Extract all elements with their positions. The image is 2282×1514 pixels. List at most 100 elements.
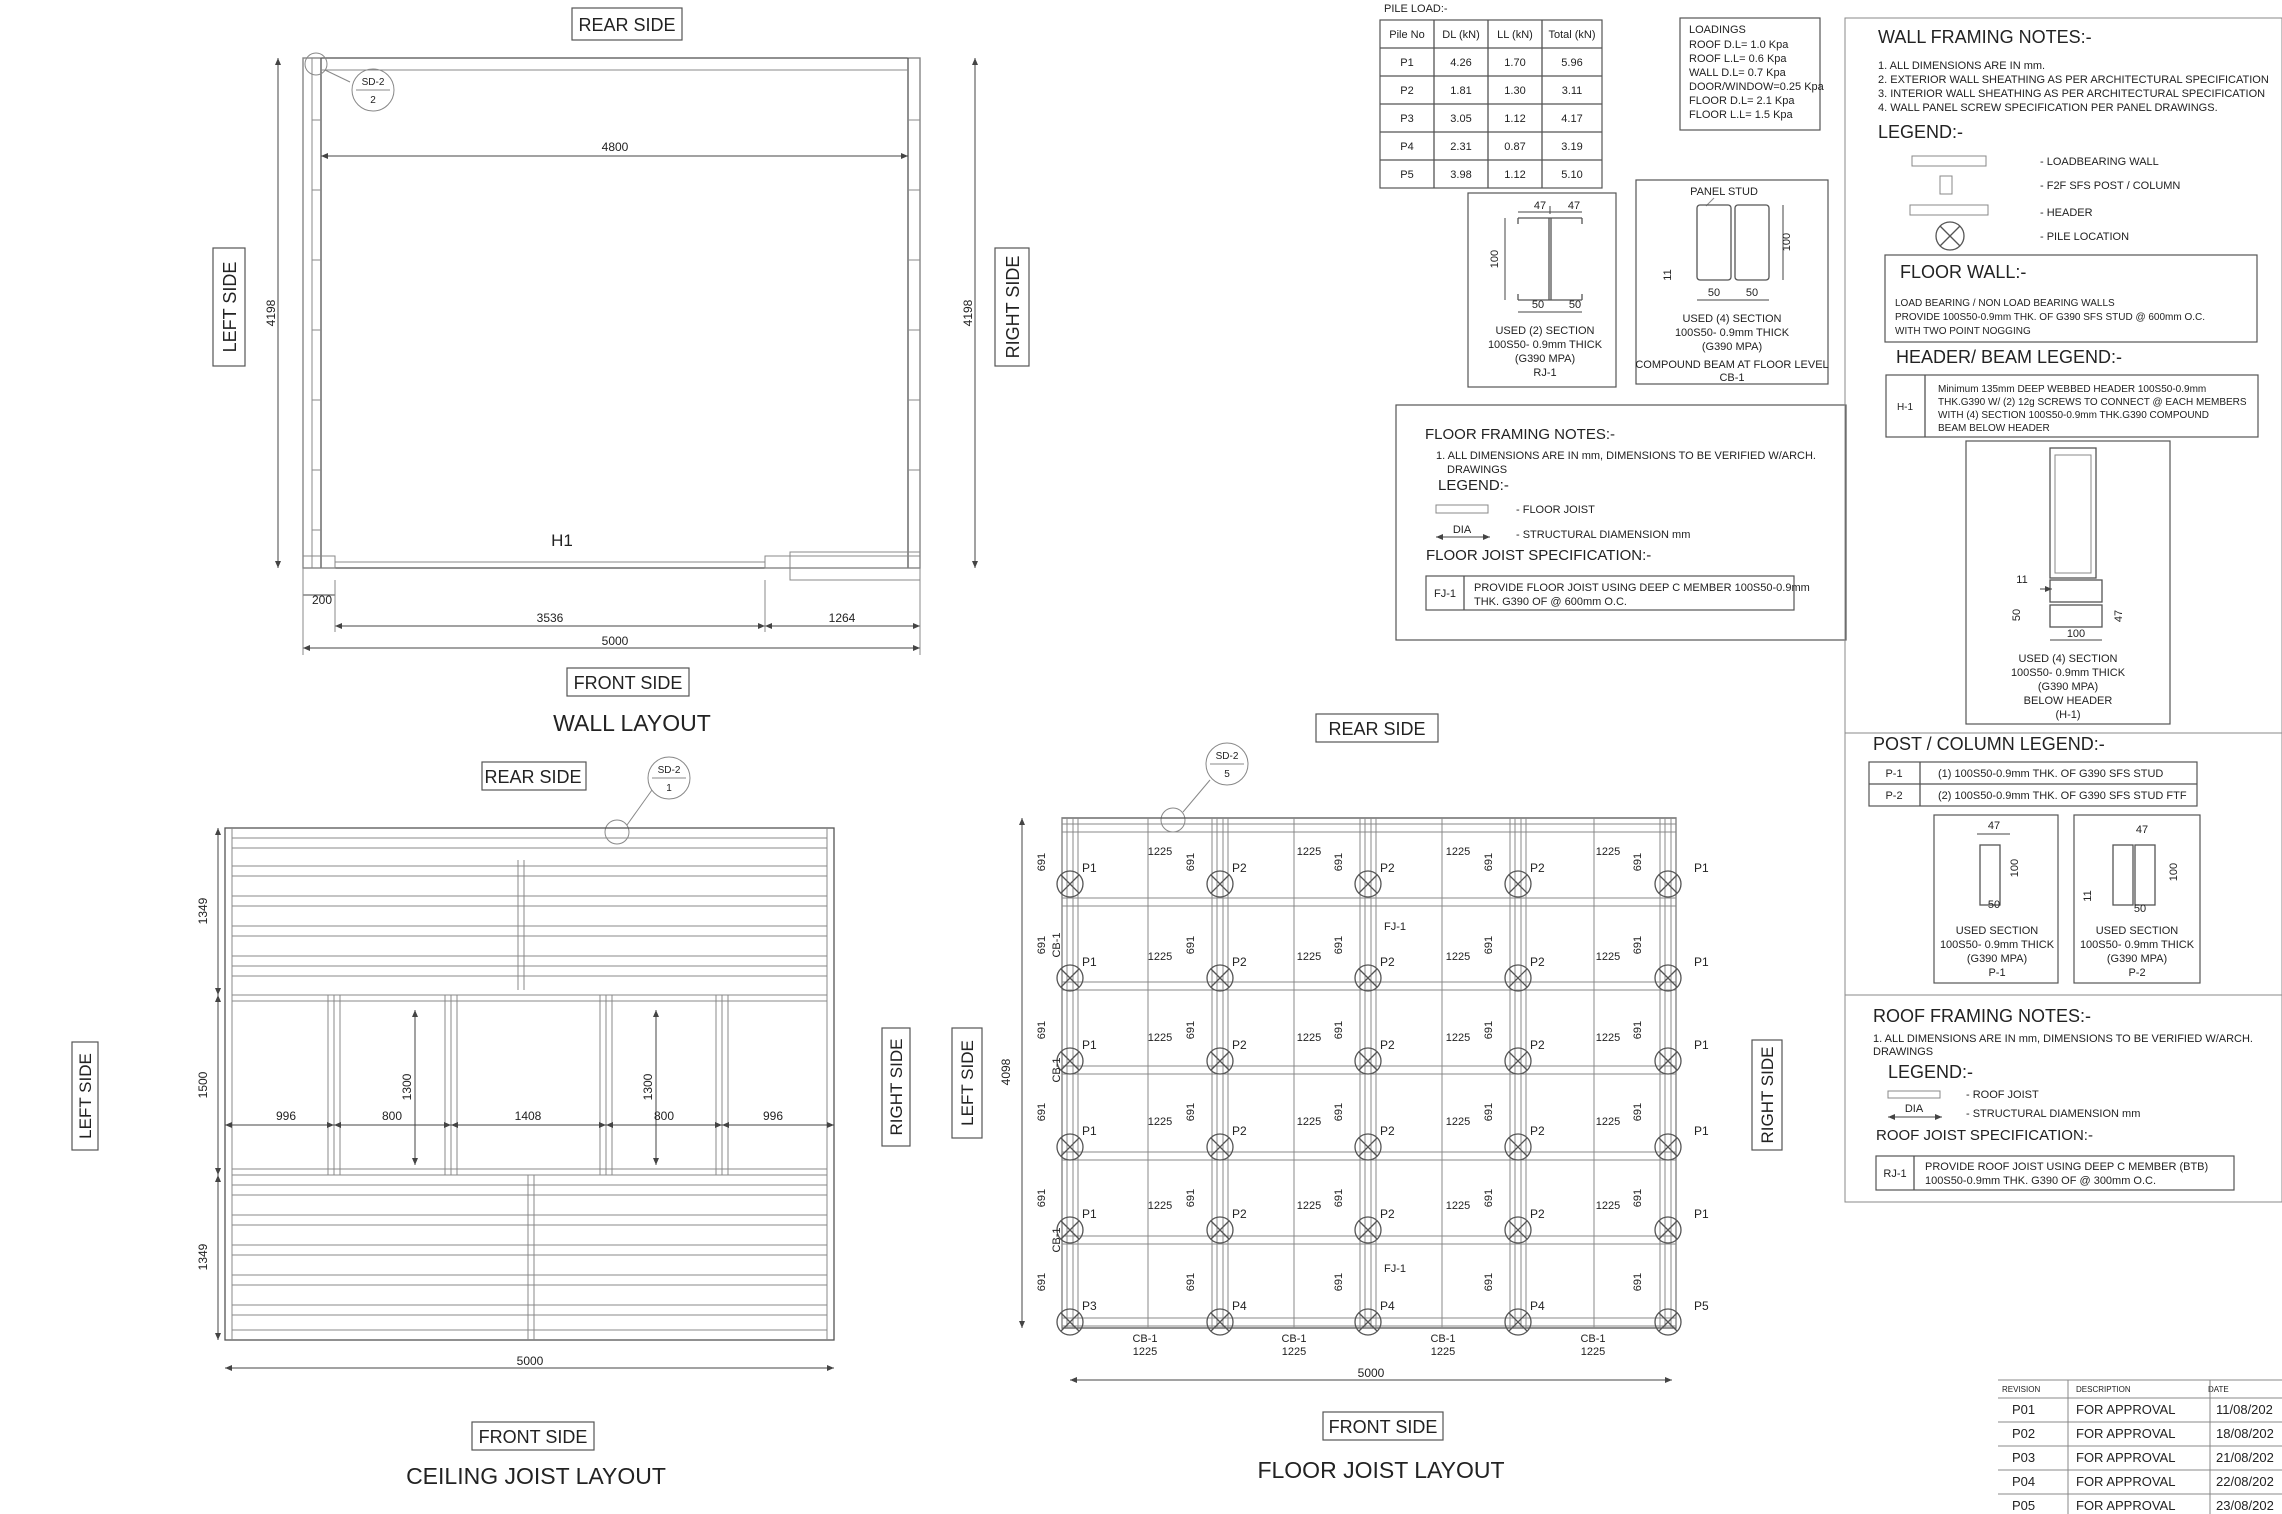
pile-table-cell: 3.05 bbox=[1450, 113, 1471, 125]
pile-marker: P1 bbox=[1056, 955, 1097, 992]
floor-row-dim: 691 bbox=[1483, 936, 1495, 954]
rev-cell: P05 bbox=[2012, 1498, 2035, 1513]
pile-tag: P1 bbox=[1694, 1207, 1709, 1221]
svg-text:RJ-1: RJ-1 bbox=[1883, 1168, 1906, 1180]
pile-marker: P4 bbox=[1206, 1299, 1247, 1336]
svg-text:11: 11 bbox=[2016, 574, 2027, 586]
svg-text:WITH (4) SECTION 100S50-0.9mm: WITH (4) SECTION 100S50-0.9mm THK.G390 C… bbox=[1938, 410, 2209, 421]
svg-text:50: 50 bbox=[2011, 609, 2023, 621]
pile-tag: P2 bbox=[1232, 955, 1247, 969]
pile-marker: P1 bbox=[1654, 1207, 1709, 1244]
floor-row-dim: 691 bbox=[1185, 936, 1197, 954]
pile-marker: P2 bbox=[1504, 1207, 1545, 1244]
svg-text:3. INTERIOR WALL SHEATHING AS: 3. INTERIOR WALL SHEATHING AS PER ARCHIT… bbox=[1878, 88, 2265, 100]
svg-text:P-1: P-1 bbox=[1885, 768, 1902, 780]
floor-spacing-label: 1225 bbox=[1148, 1200, 1172, 1212]
floor-row-dim: 691 bbox=[1632, 1273, 1644, 1291]
pile-marker: P1 bbox=[1056, 1124, 1097, 1161]
floor-spacing-label: 1225 bbox=[1297, 951, 1321, 963]
floor-spacing-label: 1225 bbox=[1297, 846, 1321, 858]
floor-cb-tag: CB-1 bbox=[1051, 1227, 1063, 1252]
svg-text:800: 800 bbox=[382, 1109, 402, 1123]
floor-outline bbox=[1061, 817, 1677, 1329]
svg-text:996: 996 bbox=[763, 1109, 783, 1123]
pile-table-cell: 5.96 bbox=[1561, 57, 1582, 69]
floor-spacing-label: 1225 bbox=[1596, 1116, 1620, 1128]
svg-text:1. ALL DIMENSIONS ARE IN mm,: 1. ALL DIMENSIONS ARE IN mm, DIMENSIONS … bbox=[1436, 450, 1816, 462]
svg-text:DIA: DIA bbox=[1453, 524, 1472, 536]
svg-text:POST / COLUMN LEGEND:-: POST / COLUMN LEGEND:- bbox=[1873, 734, 2105, 754]
floor-spacing-label: 1225 bbox=[1446, 1032, 1470, 1044]
pile-table-header: Pile No bbox=[1389, 29, 1424, 41]
svg-text:PILE LOAD:-: PILE LOAD:- bbox=[1384, 3, 1448, 15]
ceiling-left-label: LEFT SIDE bbox=[76, 1053, 95, 1139]
pile-tag: P2 bbox=[1232, 1207, 1247, 1221]
wall-dim-4198-left: 4198 bbox=[264, 299, 278, 326]
wall-dim-4198-right: 4198 bbox=[961, 299, 975, 326]
svg-text:BELOW HEADER: BELOW HEADER bbox=[2024, 695, 2113, 707]
rev-cell: FOR APPROVAL bbox=[2076, 1402, 2175, 1417]
floor-row-dim: 691 bbox=[1185, 1189, 1197, 1207]
pile-tag: P2 bbox=[1530, 1124, 1545, 1138]
pile-marker: P1 bbox=[1654, 1124, 1709, 1161]
svg-text:100: 100 bbox=[2067, 628, 2085, 640]
svg-text:LEGEND:-: LEGEND:- bbox=[1438, 477, 1509, 494]
floor-cb-bottom: CB-1 bbox=[1430, 1333, 1455, 1345]
svg-text:50: 50 bbox=[1746, 287, 1758, 299]
pile-table-cell: 3.11 bbox=[1562, 85, 1583, 97]
floor-cb-bottom: CB-1 bbox=[1281, 1333, 1306, 1345]
pile-tag: P4 bbox=[1530, 1299, 1545, 1313]
pile-marker: P2 bbox=[1354, 1207, 1395, 1244]
right-wall-hatch bbox=[907, 57, 921, 569]
pile-marker: P2 bbox=[1206, 1038, 1247, 1075]
floor-row-dim: 691 bbox=[1036, 853, 1048, 871]
floor-row-dim: 691 bbox=[1333, 1273, 1345, 1291]
pile-tag: P2 bbox=[1380, 1207, 1395, 1221]
svg-text:100S50- 0.9mm THICK: 100S50- 0.9mm THICK bbox=[2011, 667, 2126, 679]
svg-text:- F2F SFS POST / COLUMN: - F2F SFS POST / COLUMN bbox=[2040, 180, 2180, 192]
pile-tag: P2 bbox=[1530, 1207, 1545, 1221]
svg-text:(G390 MPA): (G390 MPA) bbox=[1967, 953, 2027, 965]
pile-tag: P4 bbox=[1380, 1299, 1395, 1313]
pile-table-cell: 0.87 bbox=[1504, 141, 1525, 153]
pile-table-cell: 1.30 bbox=[1504, 85, 1525, 97]
floor-row-dim: 691 bbox=[1333, 1021, 1345, 1039]
pile-tag: P5 bbox=[1694, 1299, 1709, 1313]
svg-text:USED SECTION: USED SECTION bbox=[2096, 925, 2179, 937]
floor-cb-tag: CB-1 bbox=[1051, 932, 1063, 957]
pile-marker: P2 bbox=[1354, 1124, 1395, 1161]
pile-table-cell: 1.81 bbox=[1450, 85, 1471, 97]
floor-row-dim: 691 bbox=[1632, 1189, 1644, 1207]
svg-text:- FLOOR JOIST: - FLOOR JOIST bbox=[1516, 504, 1595, 516]
svg-text:P-2: P-2 bbox=[1885, 790, 1902, 802]
svg-text:100: 100 bbox=[2168, 863, 2180, 881]
pile-tag: P2 bbox=[1380, 955, 1395, 969]
floor-row-dim: 691 bbox=[1483, 853, 1495, 871]
svg-text:11: 11 bbox=[2082, 890, 2094, 901]
svg-text:DIA: DIA bbox=[1905, 1103, 1924, 1115]
floor-spacing-label: 1225 bbox=[1446, 951, 1470, 963]
pile-table-header: Total (kN) bbox=[1548, 29, 1595, 41]
floor-spacing-label: 1225 bbox=[1297, 1200, 1321, 1212]
svg-text:50: 50 bbox=[1988, 899, 2000, 911]
pile-marker: P5 bbox=[1654, 1299, 1709, 1336]
rev-cell: P02 bbox=[2012, 1426, 2035, 1441]
wall-layout: REAR SIDE SD-2 2 bbox=[212, 7, 1030, 736]
section-p1 bbox=[1933, 814, 2059, 984]
ceiling-layout-title: CEILING JOIST LAYOUT bbox=[406, 1463, 666, 1489]
svg-text:LEGEND:-: LEGEND:- bbox=[1888, 1062, 1973, 1082]
floor-row-dim: 691 bbox=[1036, 1021, 1048, 1039]
ceiling-outline bbox=[224, 827, 835, 1341]
rev-header: REVISION bbox=[2002, 1385, 2040, 1394]
rev-cell: 18/08/202 bbox=[2216, 1426, 2274, 1441]
ceiling-rear-label: REAR SIDE bbox=[484, 767, 581, 787]
svg-text:P-1: P-1 bbox=[1988, 967, 2005, 979]
floor-spacing-label: 1225 bbox=[1148, 1032, 1172, 1044]
pile-table-cell: 3.98 bbox=[1450, 169, 1471, 181]
pile-tag: P2 bbox=[1232, 1038, 1247, 1052]
floor-row-dim: 691 bbox=[1632, 853, 1644, 871]
floor-row-dim: 691 bbox=[1185, 1103, 1197, 1121]
pile-table-cell: 4.17 bbox=[1561, 113, 1582, 125]
svg-text:5000: 5000 bbox=[1358, 1366, 1385, 1380]
